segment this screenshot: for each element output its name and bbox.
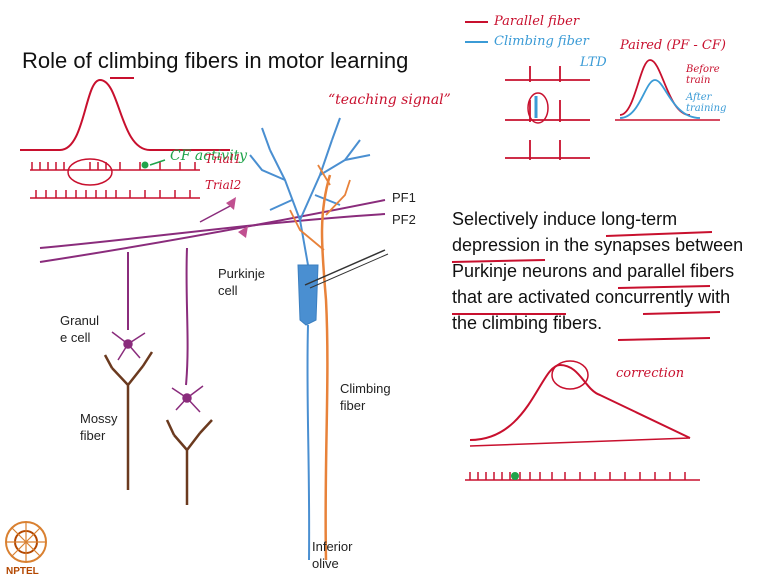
parallel-fiber-branch <box>200 205 232 222</box>
recording-electrode-tip <box>310 254 388 288</box>
parallel-fiber-pf1 <box>40 200 385 262</box>
climbing-fiber <box>322 175 330 560</box>
label-pf2: PF2 <box>392 211 416 228</box>
cf-activity-dot <box>142 162 149 169</box>
label-climbing-2: fiber <box>340 397 365 414</box>
bottom-green-dot <box>511 472 519 480</box>
ltd-circle <box>528 93 548 123</box>
nptel-logo <box>6 522 46 562</box>
nptel-logo-text: NPTEL <box>6 566 39 577</box>
label-mossy-2: fiber <box>80 427 105 444</box>
purkinje-axon <box>307 325 309 560</box>
cf-activity-arrow <box>150 160 165 165</box>
annotation-before-train: Before train <box>686 64 746 86</box>
label-inferior-1: Inferior <box>312 538 352 555</box>
correction-circle <box>552 361 588 389</box>
purkinje-soma <box>298 265 318 325</box>
annotation-correction: correction <box>616 366 684 381</box>
annotation-teaching-signal: “teaching signal” <box>328 92 451 108</box>
legend-climbing-fiber: Climbing fiber <box>494 34 589 49</box>
label-granule-1: Granul <box>60 312 99 329</box>
parallel-fiber-pf2 <box>40 214 385 248</box>
climbing-fiber-branches <box>290 165 350 250</box>
label-inferior-2: olive <box>312 555 339 572</box>
granule-axon-2 <box>186 248 188 385</box>
label-pf1: PF1 <box>392 189 416 206</box>
label-purkinje-2: cell <box>218 282 238 299</box>
trial2-spikes <box>30 190 200 198</box>
slide-title: Role of climbing fibers in motor learnin… <box>22 48 408 74</box>
annotation-ltd: LTD <box>580 55 607 70</box>
annotation-trial1: Trial1 <box>205 152 241 166</box>
label-purkinje-1: Purkinje <box>218 265 265 282</box>
annotation-trial2: Trial2 <box>205 178 241 192</box>
mossy-fiber-2 <box>167 420 212 505</box>
slide-body: Selectively induce long-term depression … <box>452 206 757 336</box>
label-granule-2: e cell <box>60 329 90 346</box>
granule-cell-body <box>112 332 203 412</box>
annotation-after-training: After training <box>686 92 746 114</box>
cf-activity-trace <box>20 80 230 150</box>
correction-baseline <box>470 438 690 446</box>
bottom-spike-train <box>465 472 700 480</box>
purkinje-dendrites <box>250 118 370 265</box>
label-mossy-1: Mossy <box>80 410 118 427</box>
label-climbing-1: Climbing <box>340 380 391 397</box>
annotation-paired: Paired (PF - CF) <box>620 38 726 53</box>
paired-before-curve <box>620 60 690 115</box>
legend-parallel-fiber: Parallel fiber <box>494 14 579 29</box>
